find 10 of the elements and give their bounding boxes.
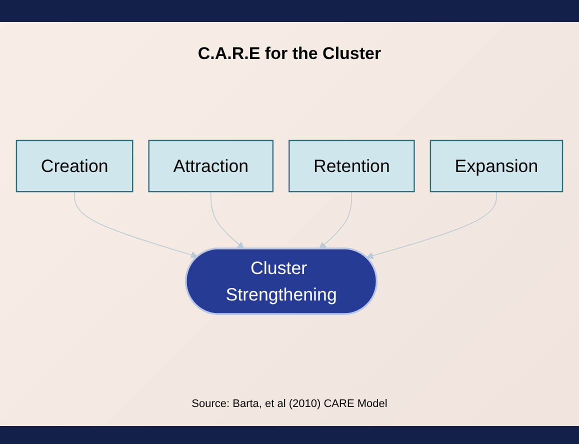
arrow: [366, 190, 497, 259]
source-caption: Source: Barta, et al (2010) CARE Model: [190, 398, 388, 410]
node-box: Expansion: [430, 140, 564, 192]
node-box: Attraction: [148, 140, 274, 192]
arrow: [210, 190, 244, 249]
arrow: [74, 190, 198, 258]
node-box: Retention: [288, 140, 415, 192]
arrow: [319, 190, 352, 249]
node-box: Creation: [16, 140, 134, 192]
diagram-title: C.A.R.E for the Cluster: [196, 44, 382, 64]
